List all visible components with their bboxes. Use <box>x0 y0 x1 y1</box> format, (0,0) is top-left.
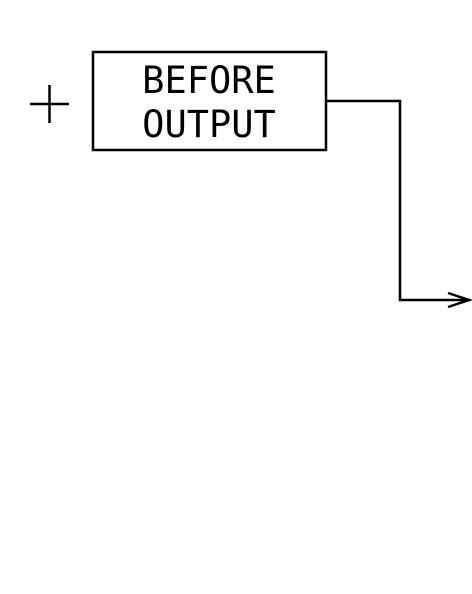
plus-icon <box>30 85 69 123</box>
connector-line <box>326 99 470 302</box>
block-label-line1: BEFORE <box>142 59 276 102</box>
block-label-line2: OUTPUT <box>142 103 276 146</box>
arrow-right-icon <box>447 291 472 309</box>
